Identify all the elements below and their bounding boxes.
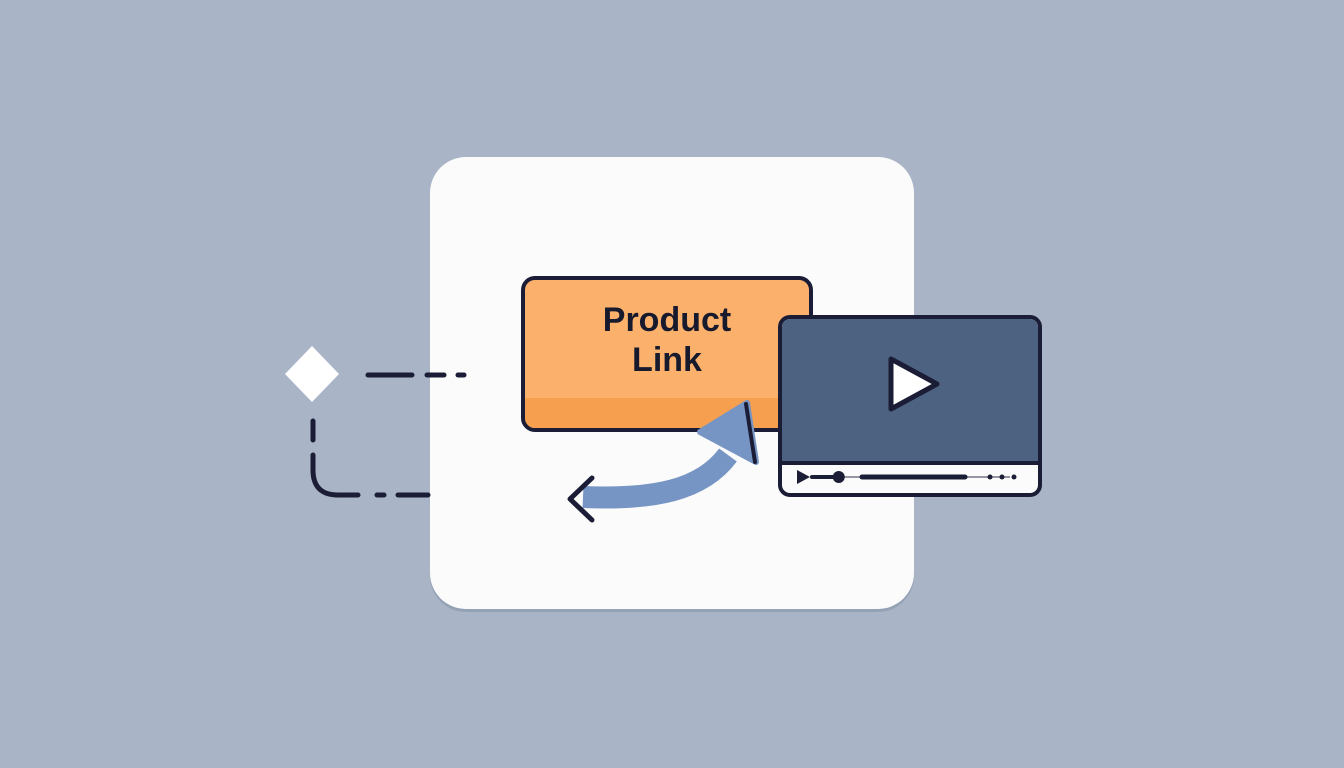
product-link-label: Product Link — [602, 301, 732, 379]
video-player — [778, 315, 1042, 497]
diamond-icon — [285, 346, 339, 402]
play-icon[interactable] — [888, 356, 940, 412]
button-shade — [525, 398, 809, 428]
progress-handle[interactable] — [832, 471, 845, 483]
more-dots-icon[interactable] — [987, 474, 1017, 480]
small-play-icon[interactable] — [797, 470, 810, 484]
product-link-button[interactable]: Product Link — [521, 276, 813, 432]
